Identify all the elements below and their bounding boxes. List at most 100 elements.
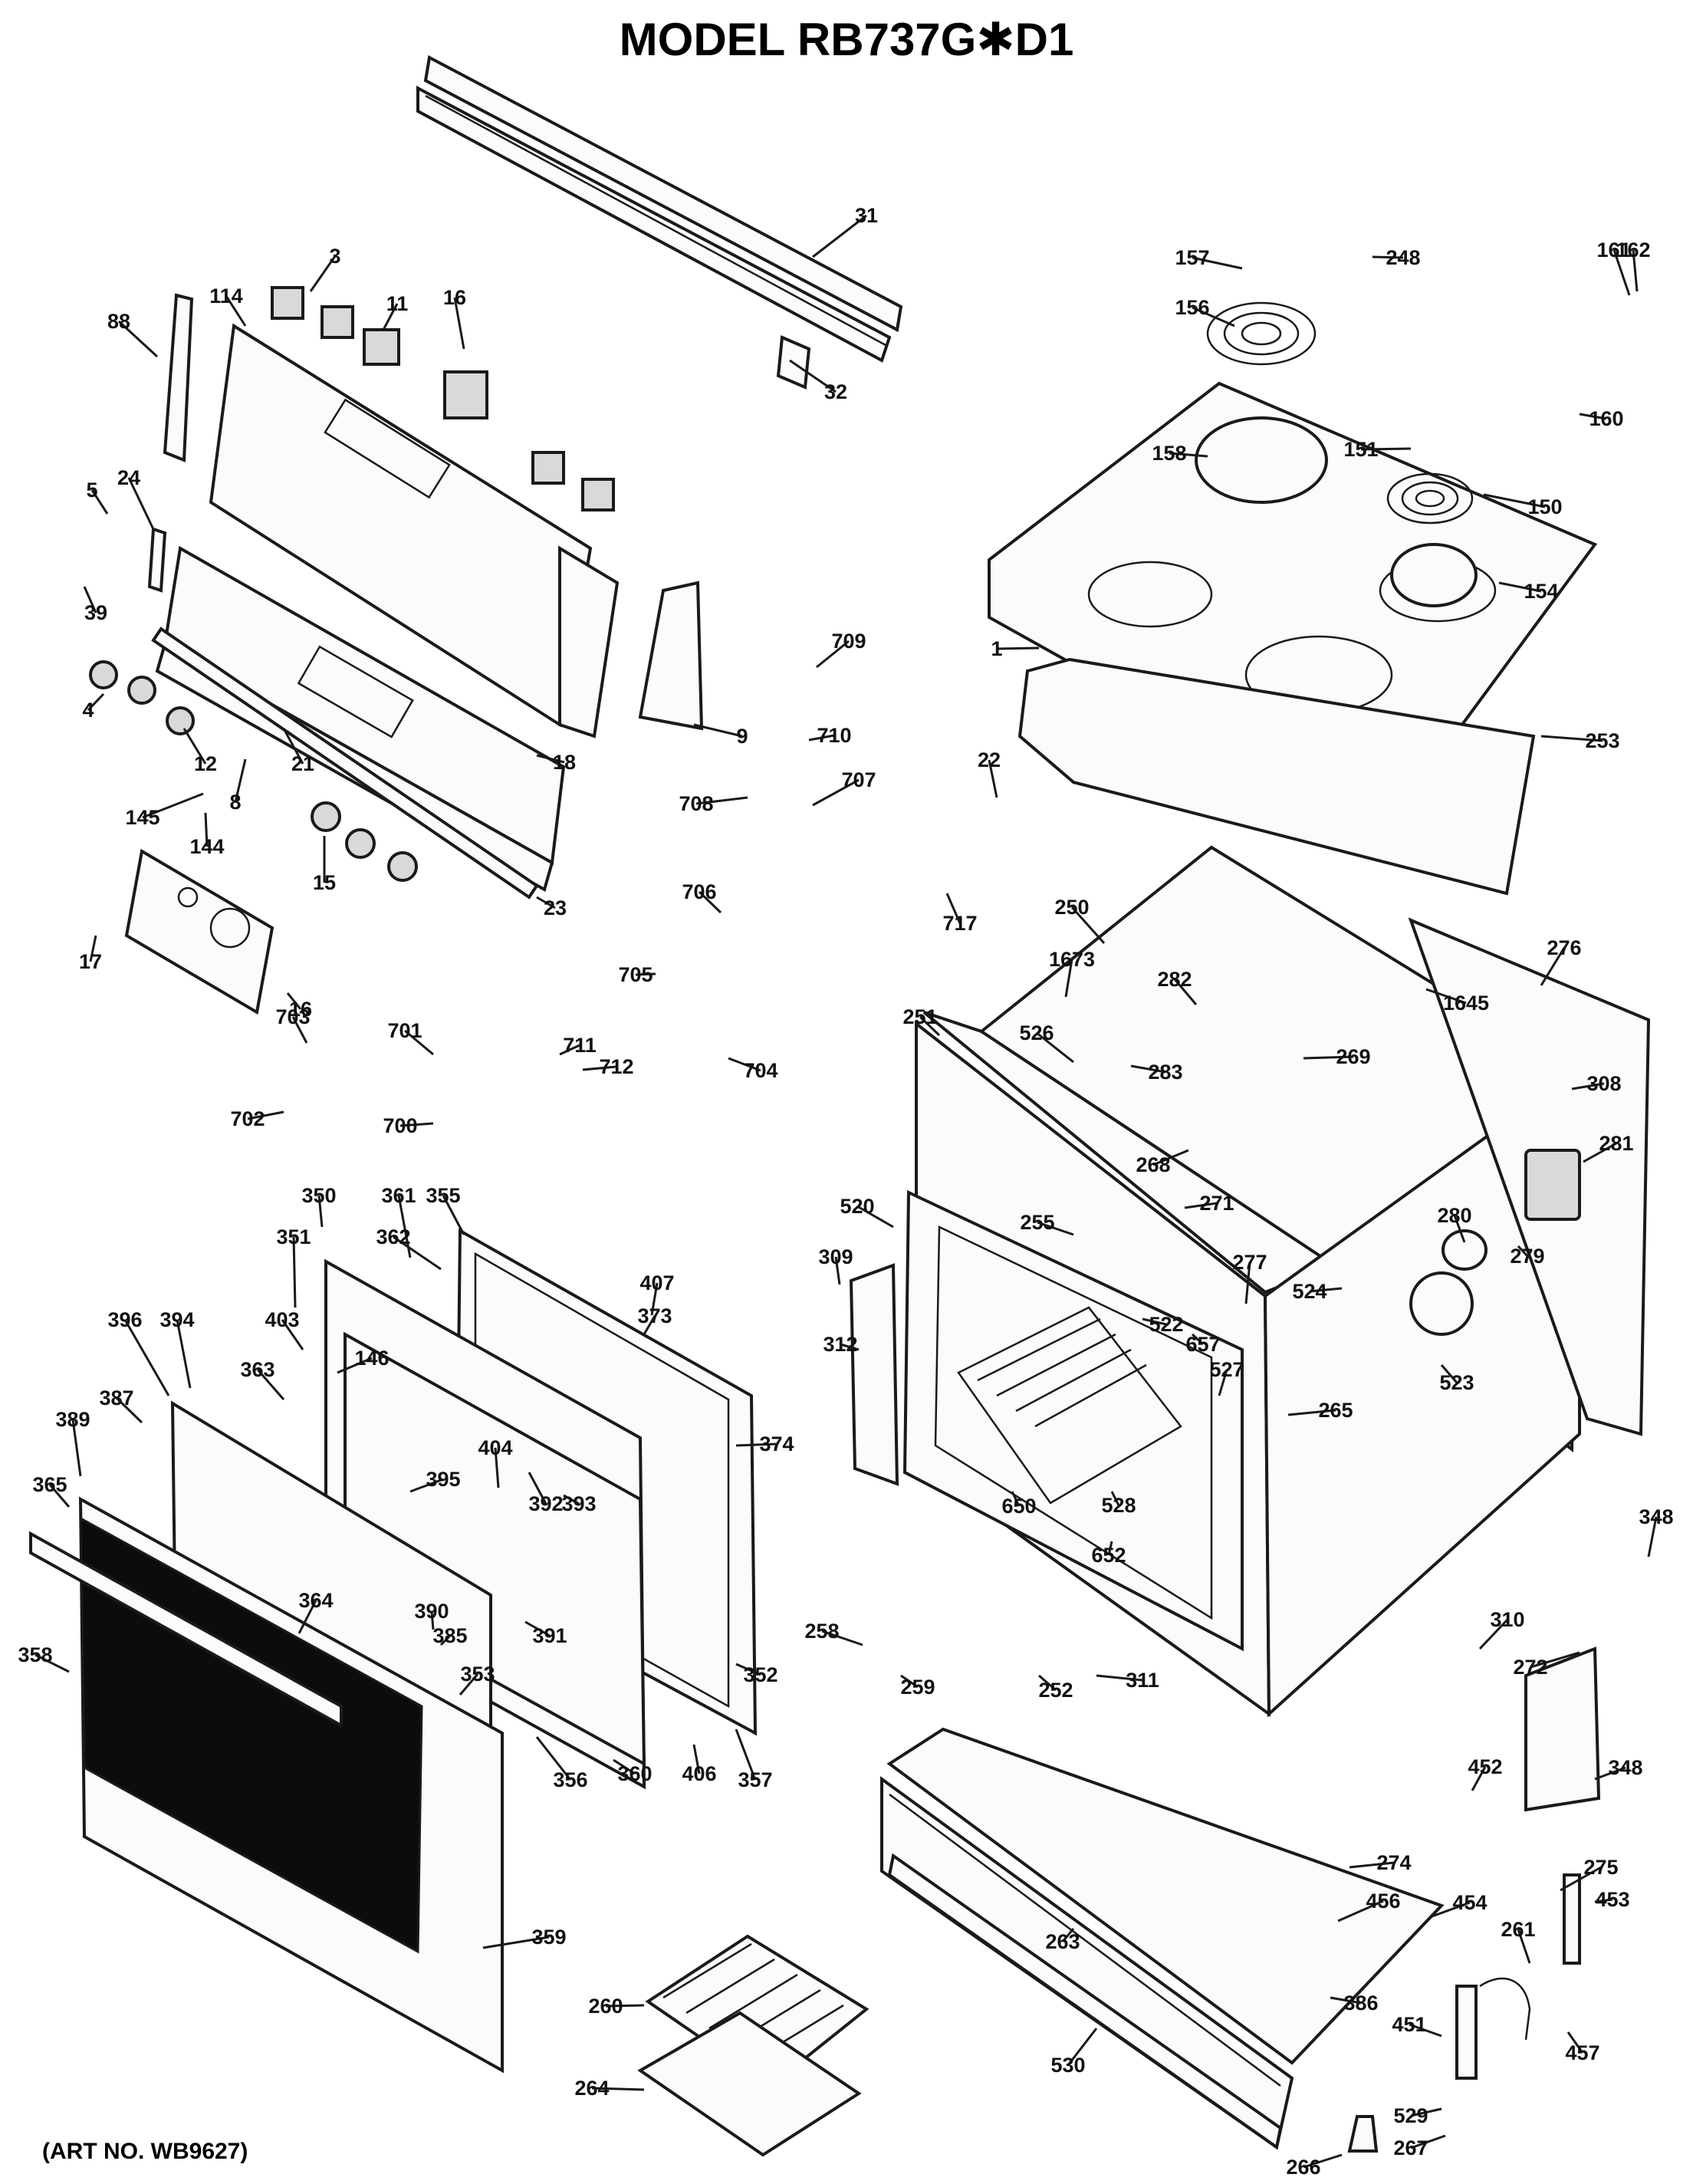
- callout-leader-line: [1303, 1055, 1354, 1060]
- callout-leader-line: [1425, 988, 1467, 1005]
- callout-leader-line: [494, 1447, 500, 1488]
- callout-leader-line: [1594, 1898, 1613, 1903]
- part-callout-261: 261: [1501, 1918, 1535, 1941]
- callout-leader-line: [1337, 1899, 1384, 1923]
- part-callout-365: 365: [32, 1473, 67, 1496]
- hardware-parts: [1347, 1646, 1601, 2153]
- callout-leader-line: [1483, 493, 1546, 508]
- callout-leader-line: [1218, 1369, 1228, 1396]
- part-callout-259: 259: [900, 1676, 935, 1699]
- art-number: (ART NO. WB9627): [42, 2139, 248, 2164]
- part-callout-657: 657: [1185, 1333, 1220, 1356]
- part-callout-248: 248: [1386, 246, 1420, 269]
- callout-leader-line: [1309, 1287, 1343, 1293]
- part-callout-88: 88: [107, 310, 130, 333]
- callout-leader-line: [117, 320, 159, 358]
- callout-leader-line: [1169, 452, 1208, 458]
- part-callout-357: 357: [738, 1768, 772, 1791]
- part-callout-16: 16: [289, 998, 312, 1021]
- part-callout-700: 700: [383, 1114, 417, 1137]
- callout-leader-line: [1410, 2134, 1446, 2149]
- callout-leader-line: [1540, 947, 1566, 986]
- part-callout-453: 453: [1595, 1888, 1629, 1911]
- callout-leader-line: [292, 1236, 297, 1308]
- part-callout-282: 282: [1157, 968, 1192, 991]
- callout-leader-line: [524, 1620, 551, 1637]
- part-callout-650: 650: [1001, 1495, 1036, 1518]
- part-callout-258: 258: [804, 1620, 839, 1643]
- part-callout-391: 391: [532, 1624, 567, 1647]
- callout-leader-line: [692, 1744, 701, 1774]
- callout-leader-line: [1429, 1901, 1471, 1919]
- part-callout-452: 452: [1468, 1755, 1502, 1778]
- callout-leader-line: [1110, 1491, 1120, 1506]
- part-callout-373: 373: [637, 1304, 672, 1327]
- part-callout-652: 652: [1091, 1544, 1126, 1567]
- cooktop-parts: [988, 301, 1598, 896]
- part-callout-15: 15: [313, 871, 336, 894]
- part-callout-151: 151: [1343, 438, 1378, 461]
- part-callout-253: 253: [1585, 729, 1619, 752]
- callout-leader-line: [1036, 1031, 1074, 1064]
- callout-leader-line: [563, 1494, 580, 1505]
- callout-leader-line: [808, 734, 835, 742]
- part-callout-704: 704: [743, 1059, 777, 1082]
- callout-leader-line: [182, 728, 207, 765]
- callout-leader-line: [317, 1195, 324, 1228]
- callout-leader-line: [83, 586, 97, 613]
- callout-leader-line: [812, 214, 867, 258]
- callout-leader-line: [1632, 249, 1639, 292]
- switch-parts: [271, 286, 615, 511]
- callout-leader-line: [1192, 306, 1235, 327]
- part-callout-524: 524: [1292, 1280, 1326, 1303]
- part-callout-154: 154: [1524, 580, 1558, 603]
- callout-leader-line: [1410, 2107, 1442, 2117]
- callout-leader-line: [1303, 2153, 1343, 2169]
- callout-leader-line: [834, 1256, 841, 1285]
- callout-leader-line: [382, 303, 399, 331]
- callout-leader-line: [1566, 2031, 1584, 2054]
- part-callout-281: 281: [1599, 1132, 1633, 1155]
- callout-leader-line: [48, 1484, 71, 1508]
- part-callout-451: 451: [1392, 2013, 1426, 2036]
- part-callout-3: 3: [329, 245, 340, 268]
- part-callout-701: 701: [387, 1019, 422, 1042]
- part-callout-250: 250: [1054, 896, 1089, 919]
- callout-leader-line: [919, 1015, 941, 1037]
- callout-leader-line: [945, 893, 962, 924]
- callout-leader-line: [591, 2087, 645, 2091]
- part-callout-355: 355: [426, 1184, 460, 1207]
- callout-leader-line: [900, 1674, 919, 1689]
- part-callout-520: 520: [840, 1195, 874, 1218]
- callout-leader-line: [71, 1419, 82, 1477]
- callout-leader-line: [1152, 1149, 1189, 1166]
- callout-leader-line: [650, 1282, 659, 1316]
- clock-part: [124, 848, 274, 1015]
- callout-leader-line: [582, 1065, 617, 1071]
- callout-leader-line: [404, 1029, 434, 1056]
- part-callout-1645: 1645: [1443, 992, 1489, 1015]
- callout-leader-line: [1372, 255, 1404, 259]
- callout-leader-line: [337, 1357, 373, 1374]
- callout-leader-line: [1037, 1221, 1074, 1236]
- part-callout-21: 21: [291, 752, 314, 775]
- part-callout-457: 457: [1565, 2041, 1599, 2064]
- callout-leader-line: [399, 1122, 434, 1127]
- callout-leader-line: [225, 295, 247, 327]
- callout-leader-line: [535, 1736, 572, 1781]
- callout-leader-line: [1579, 413, 1607, 420]
- part-callout-9: 9: [736, 725, 748, 748]
- callout-leader-line: [309, 255, 337, 292]
- part-callout-144: 144: [189, 835, 224, 858]
- top-trim-parts: [416, 54, 903, 390]
- callout-leader-line: [204, 812, 209, 847]
- callout-leader-line: [442, 1195, 465, 1235]
- part-callout-23: 23: [544, 896, 567, 919]
- part-callout-276: 276: [1547, 936, 1581, 959]
- callout-leader-line: [1130, 1064, 1166, 1074]
- part-callout-390: 390: [414, 1600, 449, 1623]
- part-callout-22: 22: [978, 748, 1001, 771]
- part-callout-527: 527: [1209, 1358, 1244, 1381]
- callout-leader-line: [643, 1315, 656, 1335]
